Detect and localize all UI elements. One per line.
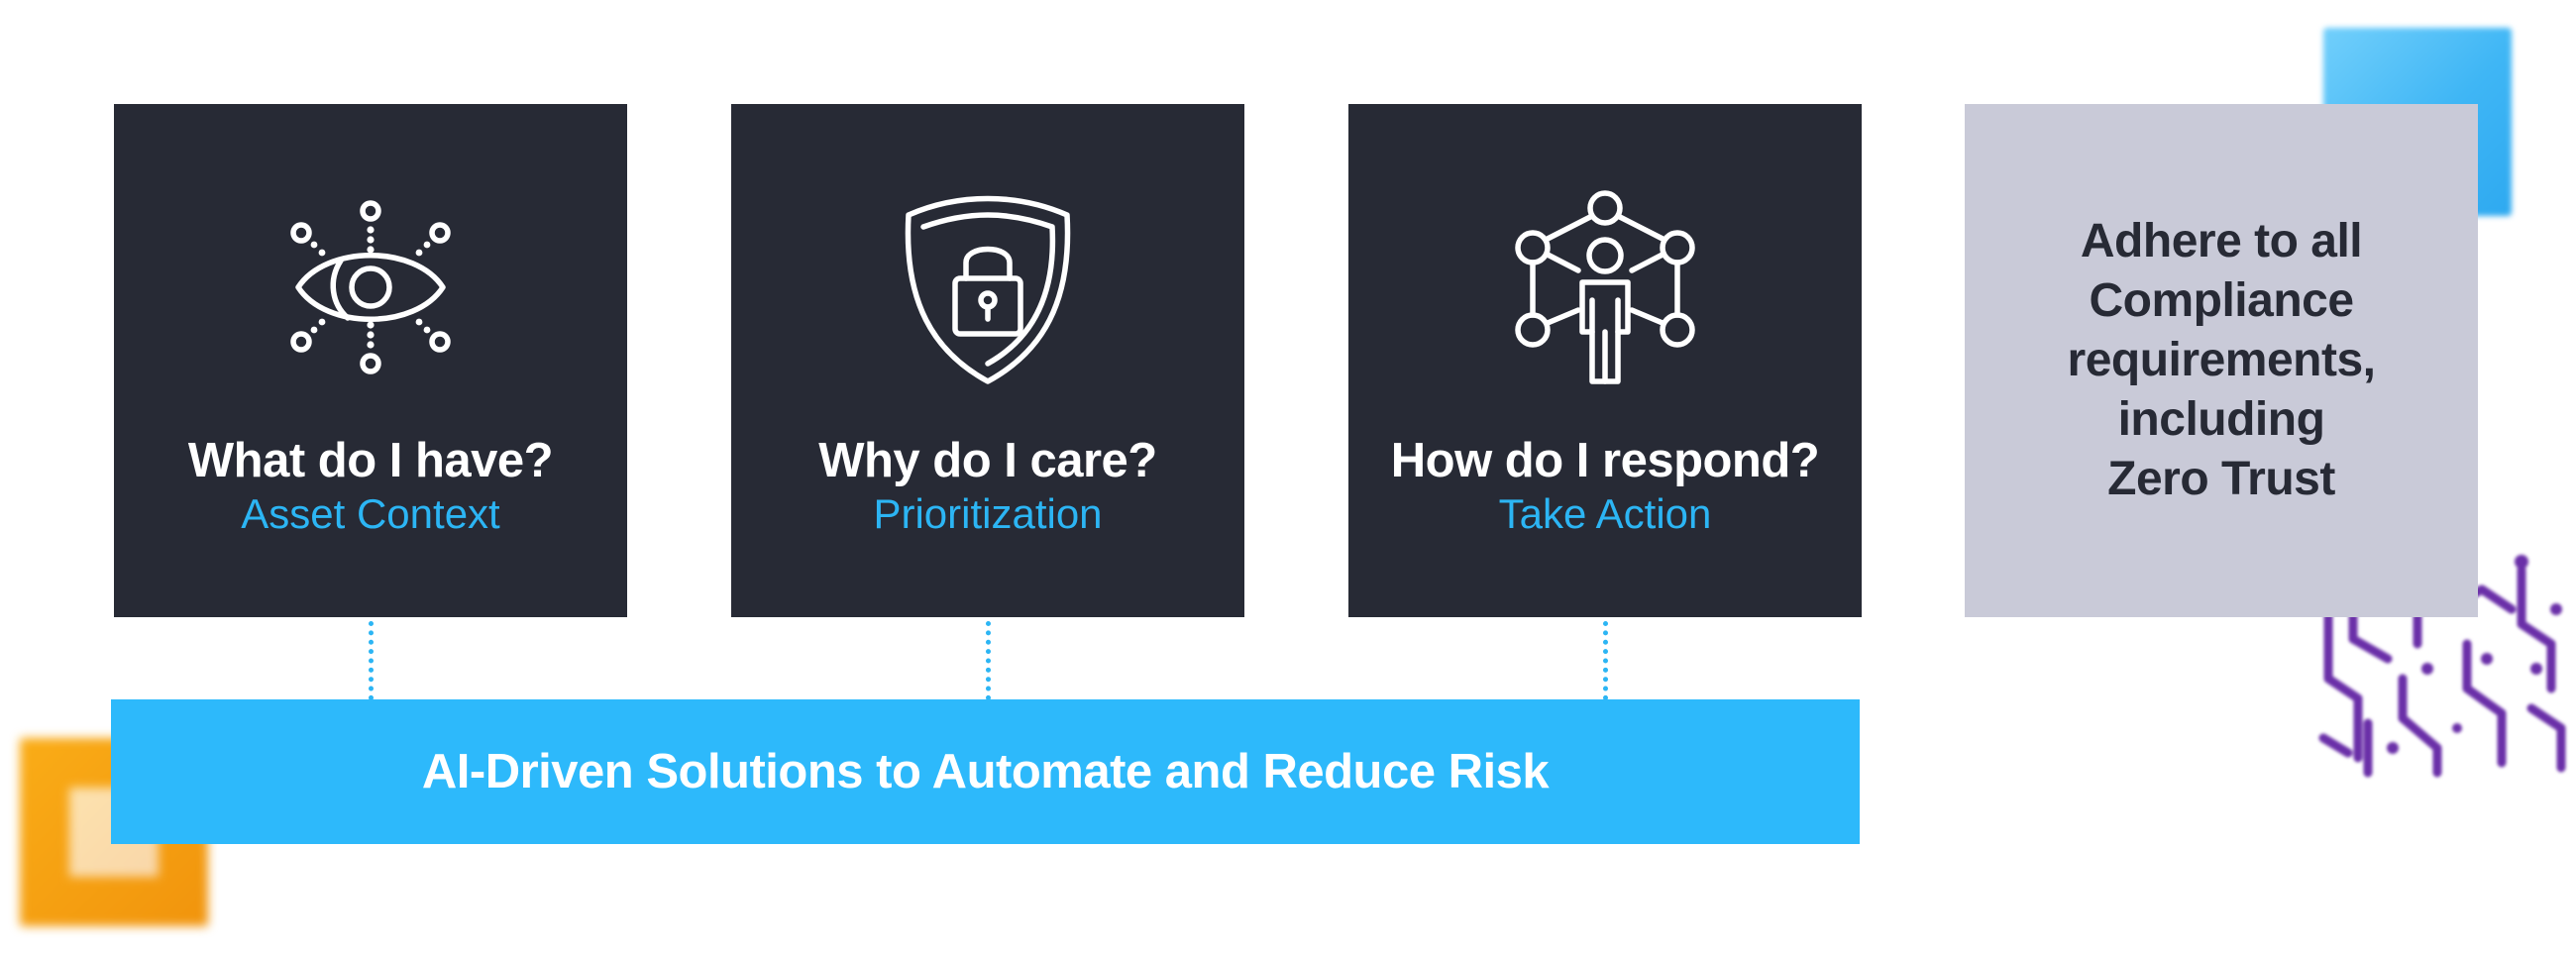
decorative-circuit-pattern: [2318, 555, 2566, 778]
dotted-connector: [369, 621, 374, 700]
card-prioritization: Why do I care? Prioritization: [731, 104, 1244, 617]
compliance-line: requirements,: [2067, 334, 2376, 386]
compliance-line: Compliance: [2089, 274, 2354, 327]
dotted-connector: [986, 621, 991, 700]
card-title: How do I respond?: [1390, 434, 1820, 487]
solutions-banner: AI-Driven Solutions to Automate and Redu…: [111, 699, 1860, 844]
card-take-action: How do I respond? Take Action: [1348, 104, 1862, 617]
compliance-line: including: [2117, 393, 2325, 446]
compliance-line: Adhere to all: [2080, 215, 2363, 267]
compliance-text: Adhere to all Compliance requirements, i…: [2068, 212, 2376, 509]
card-subtitle: Asset Context: [241, 490, 500, 537]
card-title: Why do I care?: [818, 434, 1157, 487]
card-subtitle: Take Action: [1498, 490, 1712, 537]
dotted-connector: [1603, 621, 1608, 700]
eye-network-icon: [290, 200, 451, 374]
compliance-card: Adhere to all Compliance requirements, i…: [1965, 104, 2478, 617]
compliance-line: Zero Trust: [2107, 453, 2335, 505]
shield-lock-icon: [905, 195, 1071, 384]
banner-text: AI-Driven Solutions to Automate and Redu…: [421, 745, 1550, 798]
card-title: What do I have?: [187, 434, 554, 487]
card-asset-context: What do I have? Asset Context: [114, 104, 627, 617]
card-subtitle: Prioritization: [873, 490, 1103, 537]
person-network-icon: [1515, 190, 1695, 384]
